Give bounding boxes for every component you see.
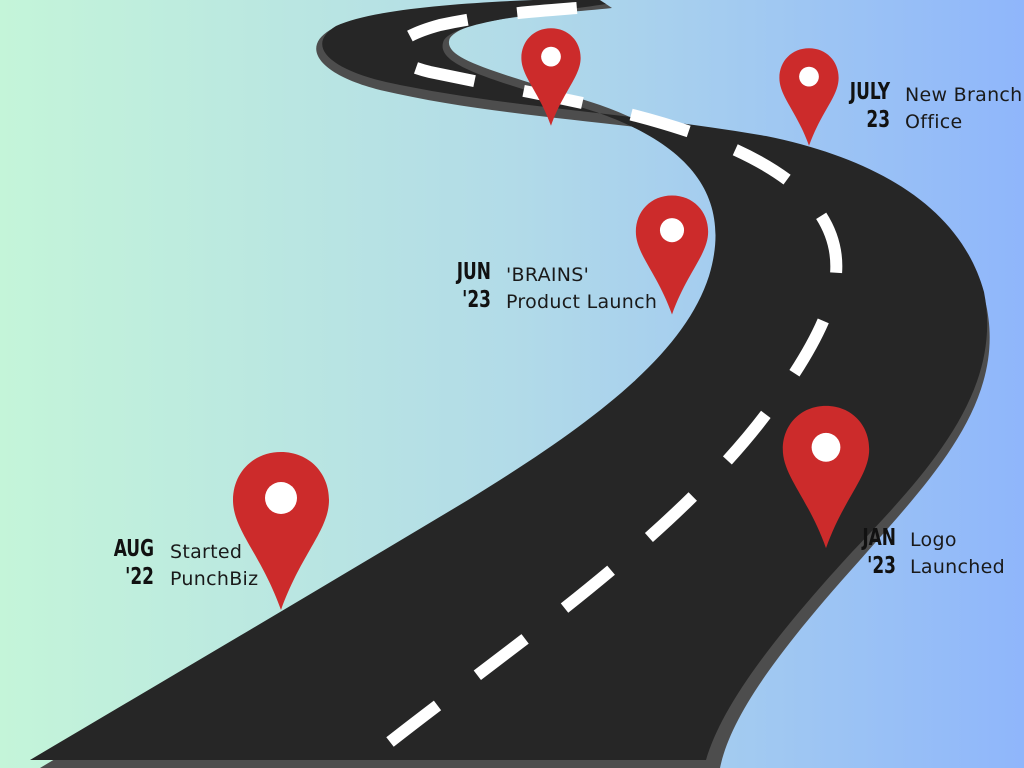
milestone-desc-line: Product Launch [506, 291, 658, 313]
milestone-desc-line: Started [170, 541, 243, 563]
milestone-desc-jan23: Logo Launched [910, 527, 1005, 581]
milestone-month: JULY [849, 79, 890, 105]
lane-marking [386, 0, 843, 747]
milestone-year: 23 [866, 107, 890, 133]
milestone-desc-jul23: New Branch Office [905, 82, 1023, 136]
location-pin-icon [635, 195, 709, 315]
milestone-desc-line: PunchBiz [170, 568, 259, 590]
milestone-desc-line: Office [905, 111, 963, 133]
milestone-desc-line: New Branch [905, 84, 1023, 106]
milestone-year: '23 [462, 287, 491, 313]
milestone-year: '22 [125, 564, 154, 590]
milestone-month: JAN [862, 525, 896, 551]
location-pin-icon [521, 28, 581, 126]
milestone-month: JUN [456, 259, 491, 285]
location-pin-icon [779, 48, 839, 146]
milestone-date-jan23: JAN '23 [844, 524, 896, 580]
milestone-desc-aug22: Started PunchBiz [170, 539, 258, 593]
milestone-month: AUG [113, 536, 154, 562]
milestone-desc-jun23: 'BRAINS' Product Launch [506, 262, 657, 316]
milestone-desc-line: Launched [910, 556, 1005, 578]
milestone-year: '23 [867, 553, 896, 579]
milestone-desc-line: Logo [910, 529, 957, 551]
location-pin-icon [233, 452, 329, 610]
milestone-date-jul23: JULY 23 [824, 78, 890, 134]
milestone-date-aug22: AUG '22 [102, 535, 154, 591]
location-pin-icon [782, 405, 870, 549]
milestone-date-jun23: JUN '23 [439, 258, 491, 314]
milestone-desc-line: 'BRAINS' [506, 264, 590, 286]
road-surface [0, 0, 988, 760]
